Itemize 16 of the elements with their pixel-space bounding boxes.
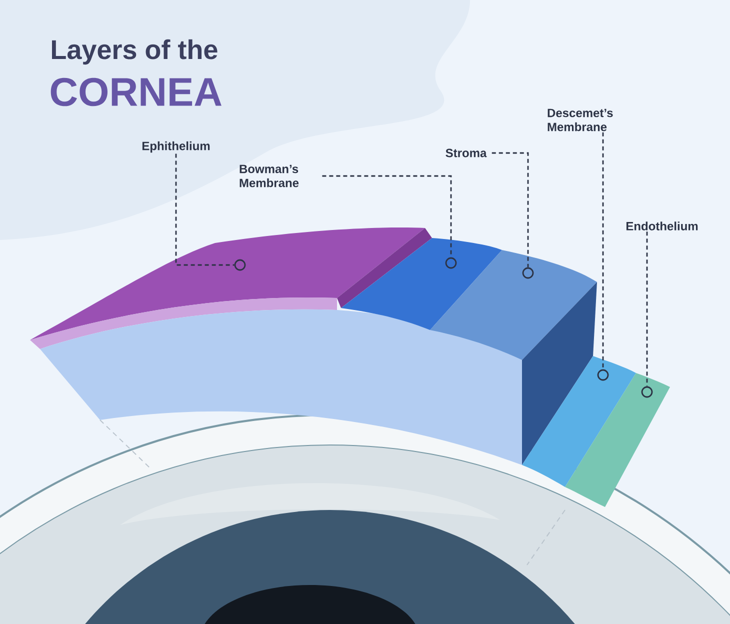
title: Layers of the bbox=[52, 39, 218, 65]
marker-dot bbox=[597, 369, 609, 381]
leader-line bbox=[322, 175, 452, 258]
marker-dot bbox=[641, 386, 653, 398]
layer-label: Stroma bbox=[446, 148, 487, 158]
leader-line bbox=[602, 132, 604, 370]
leader-line bbox=[175, 154, 234, 266]
layer-label: Endothelium bbox=[626, 222, 698, 230]
layer-label: Ephithelium bbox=[142, 141, 210, 153]
leader-line bbox=[646, 232, 648, 386]
marker-dot bbox=[234, 259, 246, 271]
marker-dot bbox=[445, 257, 457, 269]
layer-label: Bowman’s Membrane bbox=[240, 164, 299, 188]
layer-label: Descemet’s Membrane bbox=[548, 108, 613, 132]
marker-dot bbox=[522, 267, 534, 279]
heading: CORNEA bbox=[50, 78, 222, 106]
